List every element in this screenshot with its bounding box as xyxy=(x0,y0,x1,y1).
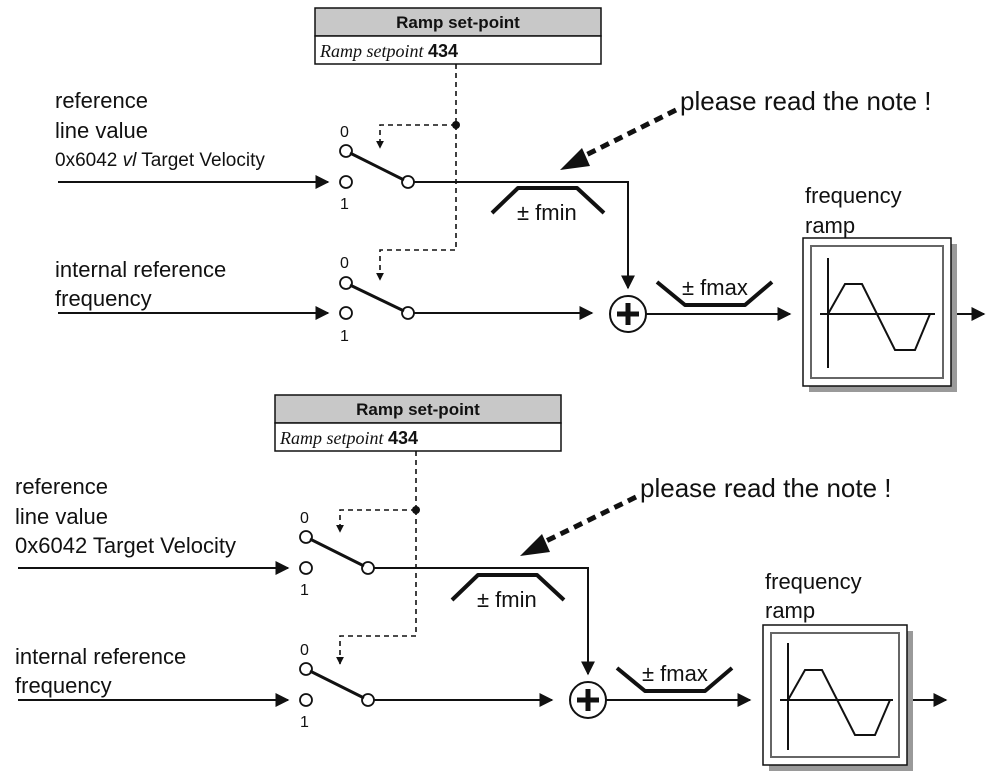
control-to-switch2 xyxy=(376,125,457,281)
internal-label-line1-2: internal reference xyxy=(15,644,186,669)
switch-reference-2: 0 1 xyxy=(18,510,595,676)
control-to-switch1 xyxy=(376,124,456,149)
ramp-setpoint-box: Ramp set-point Ramp setpoint 434 xyxy=(314,7,602,65)
reference-label-line1-2: reference xyxy=(15,474,108,499)
fmin-limiter-2: ± fmin xyxy=(450,573,566,612)
ramp-setpoint-subtitle-2: Ramp setpoint 434 xyxy=(279,428,418,448)
note-text: please read the note ! xyxy=(680,86,932,116)
internal-label-line2: frequency xyxy=(55,286,152,311)
note-arrowhead xyxy=(560,148,590,170)
reference-label-line1: reference xyxy=(55,88,148,113)
fmin-label: ± fmin xyxy=(517,200,577,225)
switch-internal-2: 0 1 xyxy=(18,642,554,731)
note-text-2: please read the note ! xyxy=(640,473,892,503)
ramp-waveform xyxy=(827,283,931,351)
switch2-pos0: 0 xyxy=(340,255,349,272)
switch-internal: 0 1 xyxy=(58,255,594,345)
freq-ramp-label-line1-2: frequency xyxy=(765,569,862,594)
frequency-ramp-box-2 xyxy=(762,624,913,771)
switch2-pos1: 1 xyxy=(340,328,349,345)
freq-ramp-label-line1: frequency xyxy=(805,183,902,208)
ramp-waveform-2 xyxy=(787,669,891,736)
ramp-setpoint-title: Ramp set-point xyxy=(396,13,520,32)
control-to-switch3 xyxy=(336,509,416,533)
note-pointer xyxy=(578,107,678,161)
internal-label-line2-2: frequency xyxy=(15,673,112,698)
summing-junction-2 xyxy=(569,681,607,719)
fmax-label-2: ± fmax xyxy=(642,661,708,686)
ramp-setpoint-box-2: Ramp set-point Ramp setpoint 434 xyxy=(274,394,562,452)
freq-ramp-label-line2-2: ramp xyxy=(765,598,815,623)
switch1-pos0: 0 xyxy=(340,124,349,141)
target-velocity-label-2: 0x6042 Target Velocity xyxy=(15,533,236,558)
switch3-pos1: 1 xyxy=(300,582,309,599)
ramp-setpoint-title-2: Ramp set-point xyxy=(356,400,480,419)
switch1-pos1: 1 xyxy=(340,196,349,213)
control-to-switch4 xyxy=(336,510,417,665)
internal-label-line1: internal reference xyxy=(55,257,226,282)
note-arrowhead-2 xyxy=(520,534,550,556)
reference-label-line2-2: line value xyxy=(15,504,108,529)
reference-label-line2: line value xyxy=(55,118,148,143)
fmax-label: ± fmax xyxy=(682,275,748,300)
switch-reference: 0 1 xyxy=(58,124,635,290)
fmax-limiter: ± fmax xyxy=(655,275,774,307)
switch4-pos0: 0 xyxy=(300,642,309,659)
switch3-pos0: 0 xyxy=(300,510,309,527)
target-velocity-label: 0x6042 vl Target Velocity xyxy=(55,150,265,171)
panel-bottom: Ramp set-point Ramp setpoint 434 referen… xyxy=(15,394,948,771)
note-pointer-2 xyxy=(538,494,638,547)
panel-top: Ramp set-point Ramp setpoint 434 referen… xyxy=(55,7,986,392)
fmin-label-2: ± fmin xyxy=(477,587,537,612)
freq-ramp-label-line2: ramp xyxy=(805,213,855,238)
fmax-limiter-2: ± fmax xyxy=(615,661,734,693)
ramp-setpoint-subtitle: Ramp setpoint 434 xyxy=(319,41,458,61)
switch4-pos1: 1 xyxy=(300,714,309,731)
fmin-limiter: ± fmin xyxy=(490,186,606,225)
summing-junction xyxy=(609,295,647,333)
frequency-ramp-box xyxy=(802,237,957,392)
